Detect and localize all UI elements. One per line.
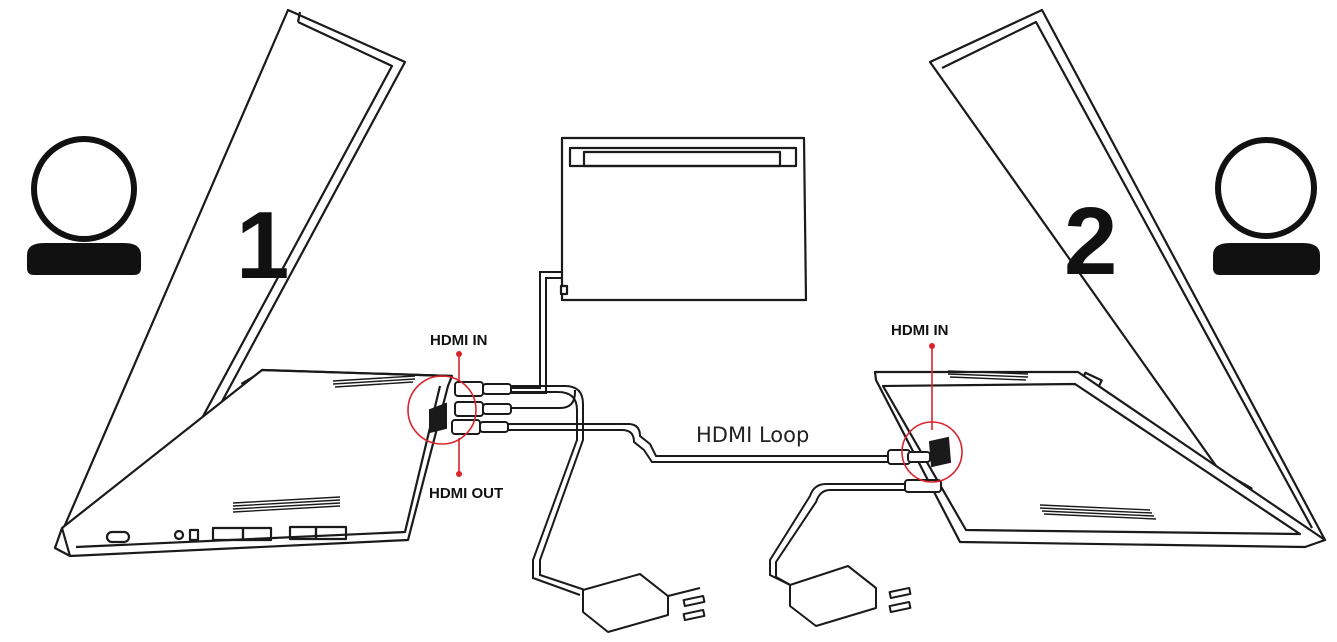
hdmi-loop-label: HDMI Loop: [696, 423, 809, 447]
monitor-1-number: 1: [236, 192, 289, 299]
power-adapter-left: [582, 573, 706, 633]
user-icon-right: [1213, 137, 1320, 275]
highlight-left-ports: [407, 356, 477, 472]
monitor-1: [53, 8, 454, 558]
monitor-2: [873, 8, 1327, 549]
monitor-2-number: 2: [1064, 188, 1117, 295]
user-icon-left: [27, 136, 141, 275]
cables: [470, 271, 905, 596]
power-adapter-right: [789, 565, 912, 627]
hdmi-out-label-left: HDMI OUT: [429, 485, 503, 502]
hdmi-out-arrow-left: [456, 471, 462, 477]
hdmi-in-label-left: HDMI IN: [430, 332, 488, 349]
highlight-right-ports: [901, 348, 963, 483]
source-device: [559, 136, 808, 302]
hdmi-in-arrow-left: [456, 351, 462, 357]
hdmi-in-label-right: HDMI IN: [891, 322, 949, 339]
hdmi-in-arrow-right: [929, 343, 935, 349]
